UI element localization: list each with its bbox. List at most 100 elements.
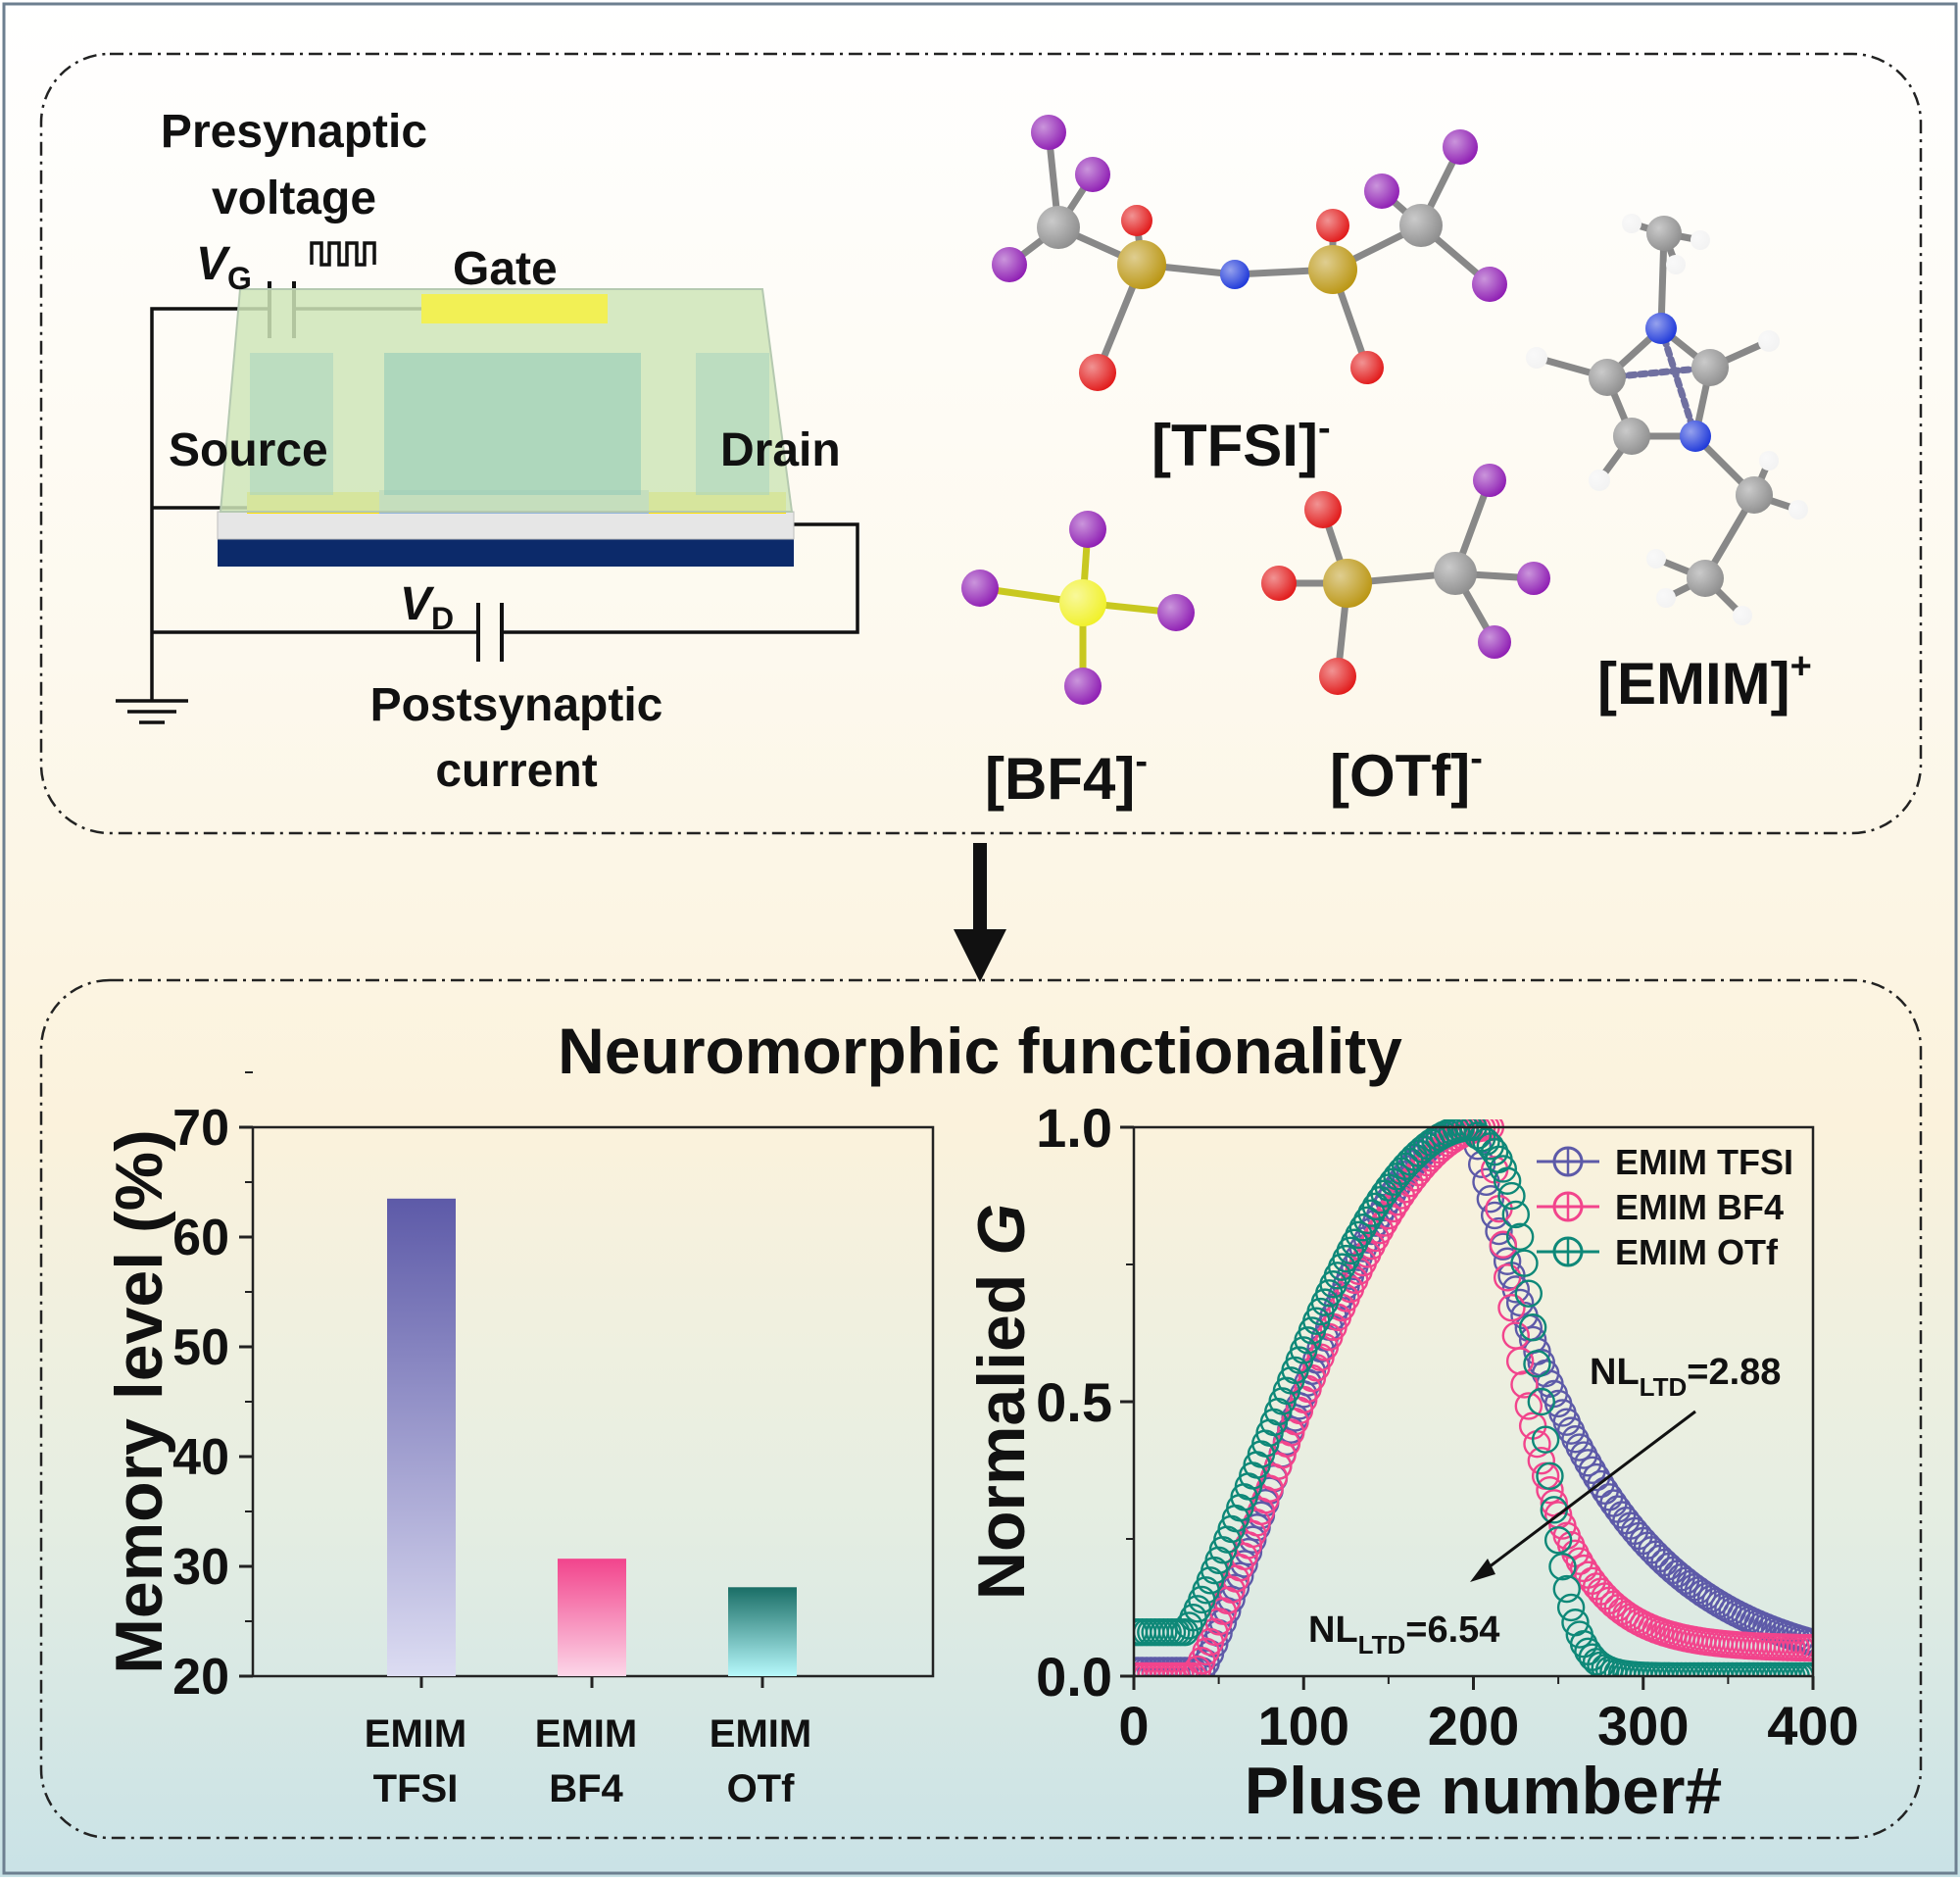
data-point <box>1569 1441 1598 1469</box>
atom-highlight <box>1434 552 1477 595</box>
x-tick-label: 400 <box>1767 1695 1858 1757</box>
data-point <box>1510 1249 1539 1277</box>
legend-label: EMIM BF4 <box>1615 1187 1784 1227</box>
data-point <box>1536 1461 1564 1491</box>
atom-highlight <box>1589 470 1610 491</box>
data-point <box>1353 1206 1382 1235</box>
data-point <box>1552 1574 1581 1604</box>
atom-highlight <box>1656 588 1676 608</box>
atom-highlight <box>1759 451 1779 470</box>
data-point <box>1505 1222 1535 1251</box>
data-point <box>1493 1166 1522 1195</box>
atom-highlight <box>1526 347 1547 369</box>
atom-highlight <box>1319 658 1356 695</box>
otf-label-text: [OTf] <box>1330 743 1470 809</box>
atom-highlight <box>1472 267 1507 302</box>
x-tick-label: 300 <box>1597 1695 1689 1757</box>
y-tick-label: 0.5 <box>1036 1371 1112 1433</box>
atom-highlight <box>1736 476 1773 514</box>
ground-icon <box>116 699 188 724</box>
y-tick-label: 60 <box>172 1210 229 1266</box>
atom-highlight <box>1733 606 1752 625</box>
legend-label: EMIM TFSI <box>1615 1142 1793 1182</box>
atom-highlight <box>1220 260 1250 289</box>
data-point <box>1510 1370 1539 1399</box>
atom-highlight <box>1075 157 1110 192</box>
atom-highlight <box>992 247 1027 282</box>
emim-molecule-label: [EMIM]+ <box>1597 646 1812 717</box>
bar <box>558 1559 626 1676</box>
atom-highlight <box>1364 173 1399 209</box>
bottom-panel-frame <box>39 978 1923 1840</box>
tfsi-label-text: [TFSI] <box>1152 413 1318 478</box>
annotation-prefix: NL <box>1590 1352 1640 1393</box>
atom-highlight <box>1316 209 1349 242</box>
atom-highlight <box>1680 421 1711 452</box>
legend-label: EMIM OTf <box>1615 1232 1779 1272</box>
y-axis-label-text: Normalied <box>964 1256 1039 1600</box>
atom-highlight <box>1666 255 1686 274</box>
vd-symbol-v: V <box>400 578 435 630</box>
atom-highlight <box>1613 418 1650 455</box>
annotation-nl-tfsi: NLLTD=2.88 <box>1590 1352 1781 1402</box>
atom-highlight <box>1031 115 1066 150</box>
inner-gel-left <box>250 353 333 495</box>
y-axis-label-symbol: G <box>964 1204 1039 1256</box>
annotation-arrow-line <box>1484 1410 1696 1572</box>
vg-subscript: G <box>227 261 252 296</box>
x-tick-label: BF4 <box>549 1767 623 1810</box>
tfsi-molecule <box>992 115 1507 391</box>
tfsi-charge: - <box>1318 408 1331 449</box>
data-point <box>1493 1247 1522 1275</box>
x-axis-label: Pluse number# <box>1245 1754 1723 1828</box>
atom-highlight <box>1622 214 1642 233</box>
data-point <box>1179 1661 1207 1676</box>
annotation-prefix: NL <box>1308 1610 1358 1651</box>
y-tick-label: 0.0 <box>1036 1646 1112 1708</box>
atom-highlight <box>1478 625 1511 659</box>
atom-highlight <box>1399 204 1443 247</box>
annotation-value: =2.88 <box>1687 1352 1781 1393</box>
x-tick-label: EMIM <box>365 1712 466 1756</box>
data-point <box>1536 1475 1564 1505</box>
atom-highlight <box>1473 464 1506 497</box>
x-tick-label: 0 <box>1118 1695 1149 1757</box>
data-point <box>1565 1547 1593 1575</box>
bond <box>1657 324 1699 440</box>
atom-highlight <box>1308 245 1357 294</box>
x-tick-label: OTf <box>727 1767 796 1810</box>
atom-highlight <box>1691 349 1729 386</box>
annotation-subscript: LTD <box>1640 1372 1688 1402</box>
data-point <box>1514 1279 1544 1308</box>
drain-label: Drain <box>720 424 841 476</box>
atom-highlight <box>1646 216 1682 251</box>
data-point <box>1493 1263 1522 1292</box>
data-point <box>1544 1526 1573 1555</box>
data-point <box>1501 1200 1531 1229</box>
down-arrow <box>954 843 1006 982</box>
x-tick-label: 100 <box>1258 1695 1349 1757</box>
atom-highlight <box>961 570 999 607</box>
data-point <box>1348 1213 1378 1242</box>
otf-molecule <box>1261 464 1550 695</box>
y-tick-label: 50 <box>172 1319 229 1376</box>
y-axis-label: Memory level (%) <box>102 1129 176 1674</box>
bf4-molecule-label: [BF4]- <box>985 741 1148 812</box>
y-tick-label: 1.0 <box>1036 1097 1112 1159</box>
data-point <box>1548 1553 1577 1581</box>
data-point <box>1442 1119 1471 1144</box>
atom-highlight <box>1589 359 1626 396</box>
atom-highlight <box>1064 668 1102 705</box>
vd-symbol: VD <box>400 578 454 636</box>
data-point <box>1523 1350 1551 1378</box>
atom-highlight <box>1645 313 1677 344</box>
data-point <box>1798 1633 1813 1662</box>
y-tick-label: 70 <box>172 1100 229 1157</box>
y-tick-label: 20 <box>172 1649 229 1706</box>
molecule-labels: [TFSI]- [BF4]- [OTf]- [EMIM]+ <box>985 408 1812 812</box>
atom-highlight <box>1069 511 1106 548</box>
source-label: Source <box>169 424 328 476</box>
atom-highlight <box>1157 594 1195 631</box>
presynaptic-label-line2: voltage <box>212 173 376 224</box>
